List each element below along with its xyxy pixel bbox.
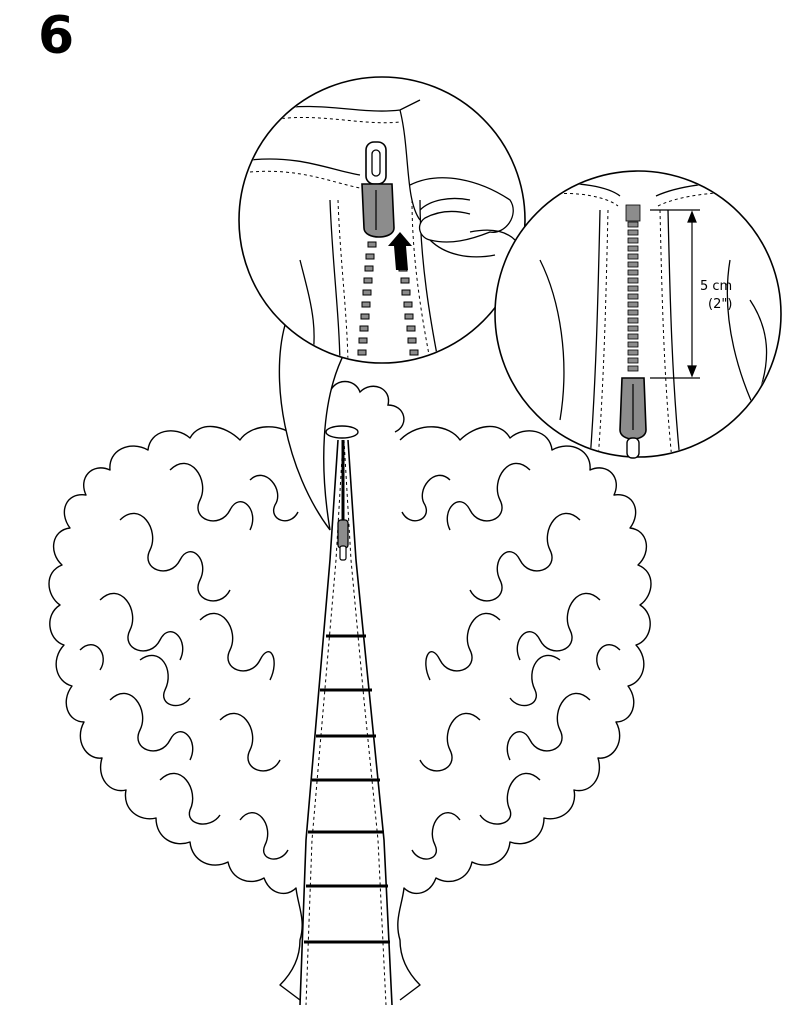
zipper-teeth-closed xyxy=(625,204,641,372)
hand-fingers xyxy=(409,177,514,243)
measurement-metric: 5 cm xyxy=(700,279,732,294)
step-number: 6 xyxy=(38,6,75,66)
measurement-imperial: (2") xyxy=(708,297,732,312)
callout-tail xyxy=(278,324,346,531)
dimension-line xyxy=(650,209,700,379)
shade-right-outline xyxy=(397,425,652,1001)
zipper-slider-small xyxy=(337,519,349,561)
up-arrow-icon xyxy=(388,232,412,270)
zipper-slider-large xyxy=(361,141,395,238)
top-ring xyxy=(325,425,359,439)
zipper-opening xyxy=(299,439,393,1006)
zipper-slider-measure xyxy=(619,377,647,459)
detail-circle-zipping xyxy=(238,76,526,364)
detail-circle-measurement: 5 cm (2") xyxy=(494,170,782,459)
ruffled-shade xyxy=(48,425,652,1001)
shade-left-outline xyxy=(48,425,303,1001)
